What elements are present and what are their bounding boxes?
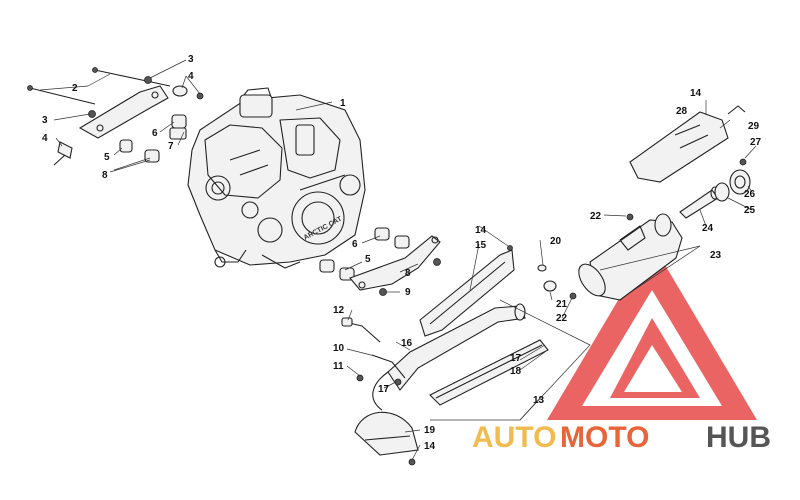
automotohub-wordmark: AUTO MOTO HUB (472, 421, 771, 454)
callout-17: 17 (510, 353, 522, 364)
callout-24: 24 (702, 223, 714, 234)
callout-labels: 1 2 3 3 4 4 5 5 6 6 7 8 8 9 10 11 12 13 … (42, 54, 762, 452)
callout-14: 14 (424, 441, 436, 452)
callout-17: 17 (378, 384, 390, 395)
engine-assembly: ARCTIC CAT (187, 87, 366, 269)
callout-2: 2 (72, 83, 78, 94)
callout-4: 4 (42, 133, 48, 144)
wordmark-moto: MOTO (560, 421, 649, 454)
callout-21: 21 (556, 299, 568, 310)
callout-11: 11 (333, 361, 344, 372)
logo-center-cut (624, 345, 682, 392)
callout-6: 6 (152, 128, 158, 139)
leader-lines (39, 59, 757, 461)
callout-5: 5 (365, 254, 371, 265)
callout-29: 29 (748, 121, 760, 132)
wordmark-auto: AUTO (472, 421, 556, 454)
callout-22: 22 (590, 211, 602, 222)
callout-22: 22 (556, 313, 568, 324)
callout-26: 26 (744, 189, 756, 200)
callout-3: 3 (42, 115, 48, 126)
callout-7: 7 (168, 141, 174, 152)
callout-12: 12 (333, 305, 345, 316)
callout-10: 10 (333, 343, 345, 354)
callout-15: 15 (475, 240, 487, 251)
callout-14: 14 (475, 225, 487, 236)
callout-6: 6 (352, 239, 358, 250)
callout-13: 13 (533, 395, 545, 406)
callout-28: 28 (676, 106, 688, 117)
callout-27: 27 (750, 137, 762, 148)
callout-19: 19 (424, 425, 436, 436)
callout-9: 9 (405, 287, 411, 298)
callout-5: 5 (104, 152, 110, 163)
upper-mount-hardware (27, 67, 204, 166)
callout-14: 14 (690, 88, 702, 99)
callout-4: 4 (188, 71, 194, 82)
callout-23: 23 (710, 250, 722, 261)
callout-20: 20 (550, 236, 562, 247)
muffler-assembly (537, 105, 751, 301)
automotohub-logo (547, 243, 757, 420)
callout-8: 8 (405, 268, 411, 279)
callout-18: 18 (510, 366, 522, 377)
callout-1: 1 (340, 98, 346, 109)
exhaust-system (341, 245, 549, 466)
callout-3: 3 (188, 54, 194, 65)
callout-8: 8 (102, 170, 108, 181)
callout-16: 16 (401, 338, 413, 349)
wordmark-hub: HUB (706, 421, 771, 454)
callout-25: 25 (744, 205, 756, 216)
lower-mount-hardware (319, 227, 441, 296)
